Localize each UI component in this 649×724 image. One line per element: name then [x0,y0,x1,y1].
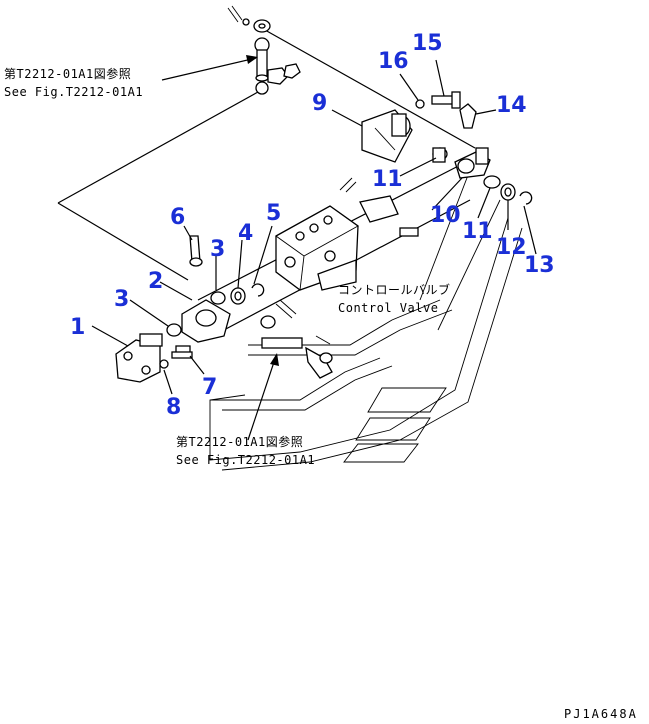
top-linkage [227,5,301,95]
right-assembly [339,91,533,237]
callout-11-lower: 11 [462,219,493,244]
callout-13: 13 [524,253,555,278]
callout-12: 12 [496,235,527,260]
callout-1: 1 [70,315,85,340]
labels: 第T2212-01A1図参照 See Fig.T2212-01A1 コントロール… [4,66,638,721]
callout-6: 6 [170,205,185,230]
callout-9: 9 [312,91,327,116]
drawing-code: PJ1A648A [564,707,638,721]
callout-7: 7 [202,375,217,400]
callout-16: 16 [378,49,409,74]
left-assembly [115,235,333,383]
rail-lines [209,217,523,471]
ref-bottom-en: See Fig.T2212-01A1 [176,453,315,467]
callout-14: 14 [496,93,527,118]
callout-10: 10 [430,203,461,228]
control-valve-jp: コントロールバルブ [338,282,451,297]
control-valve-block [275,205,359,291]
callout-15: 15 [412,31,443,56]
ref-top-jp: 第T2212-01A1図参照 [4,66,131,81]
callout-11-upper: 11 [372,167,403,192]
callout-leaders [91,55,537,441]
callout-4: 4 [238,221,253,246]
ref-bottom-jp: 第T2212-01A1図参照 [176,434,303,449]
control-valve-en: Control Valve [338,301,438,315]
callout-5: 5 [266,201,281,226]
callout-2: 2 [148,269,163,294]
callout-3-left: 3 [114,287,129,312]
callout-8: 8 [166,395,181,420]
ref-top-en: See Fig.T2212-01A1 [4,85,143,99]
callouts: 1 2 3 3 4 5 6 7 8 9 10 11 11 12 13 14 15… [70,31,555,420]
callout-3-right: 3 [210,237,225,262]
